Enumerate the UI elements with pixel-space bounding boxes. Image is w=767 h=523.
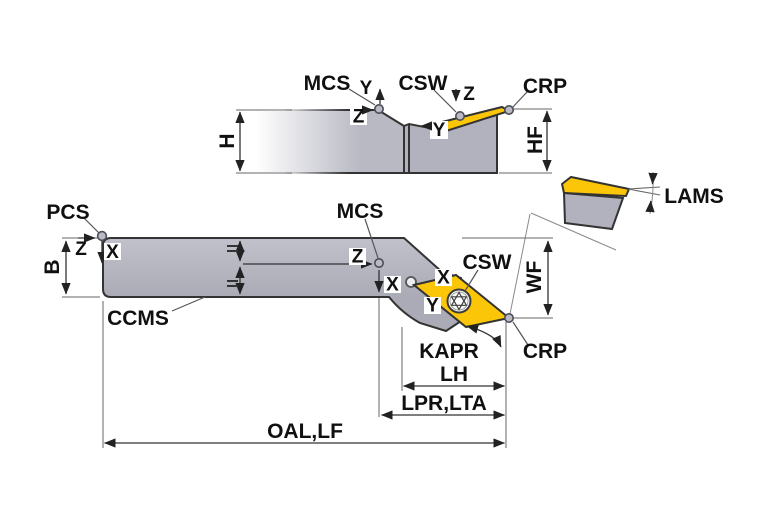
x-label-box-shank <box>104 243 121 260</box>
detail-view-lams: LAMS <box>509 171 724 315</box>
label-oal-lf: OAL,LF <box>267 420 343 443</box>
label-mcs-side: MCS <box>304 72 351 95</box>
label-csw-side: CSW <box>399 72 448 95</box>
projection-line-2 <box>530 212 617 251</box>
clamp-screw <box>446 288 472 314</box>
label-h: H <box>216 133 239 148</box>
ccms-leader <box>171 296 206 312</box>
mcs-point <box>373 104 384 115</box>
label-lh: LH <box>440 363 468 386</box>
label-lpr-lta: LPR,LTA <box>401 392 487 415</box>
label-kapr: KAPR <box>419 340 479 363</box>
label-crp-plan: CRP <box>523 340 567 363</box>
label-z-center: Z <box>352 247 364 268</box>
label-hf: HF <box>524 126 547 154</box>
label-x-insert: X <box>437 268 450 289</box>
label-y-shank-side: Y <box>360 78 373 99</box>
pcs-leader <box>83 217 100 234</box>
csw-leader-plan <box>464 269 479 292</box>
label-b: B <box>41 259 64 274</box>
label-z-insert-side: Z <box>463 84 475 105</box>
centerline-symmetry-marks <box>227 240 245 295</box>
crp-point <box>503 105 514 116</box>
label-csw-plan: CSW <box>463 251 512 274</box>
csw-leader <box>433 89 457 113</box>
hf-dimension <box>499 108 552 174</box>
label-y-insert: Y <box>426 296 439 317</box>
label-x-shank-end: X <box>106 242 119 263</box>
label-x-head: X <box>386 275 399 296</box>
mcs-point-plan <box>373 257 384 268</box>
mcs-leader <box>348 88 376 106</box>
y-label-box <box>430 121 448 139</box>
side-view: MCS Y Z CSW Z Y CRP H HF <box>216 72 567 174</box>
csw-point <box>454 111 465 122</box>
x-label-box-head <box>384 276 401 293</box>
z-label-box-center <box>349 248 366 265</box>
label-mcs-plan: MCS <box>337 200 384 223</box>
label-z-shank-side: Z <box>353 107 365 128</box>
kapr-angle-arc <box>466 324 502 348</box>
pcs-point <box>96 230 108 242</box>
label-ccms: CCMS <box>107 307 169 330</box>
label-pcs: PCS <box>46 201 89 224</box>
label-wf: WF <box>523 261 546 294</box>
holder-detail <box>562 191 625 231</box>
mcs-leader-plan <box>364 218 379 259</box>
crp-point-plan <box>503 312 514 323</box>
y-label-box-insert <box>424 297 441 314</box>
label-crp-side: CRP <box>523 75 567 98</box>
x-label-box-insert <box>435 269 452 286</box>
label-lams: LAMS <box>664 185 724 208</box>
crp-leader-plan <box>512 321 529 346</box>
crp-leader <box>511 91 528 109</box>
projection-line-1 <box>509 213 531 315</box>
label-y-insert-side: Y <box>433 120 446 141</box>
plan-view: PCS Z X B CCMS MCS Z X X Y CSW CRP WF KA… <box>41 200 567 448</box>
shank-side-left-block <box>258 110 404 173</box>
lams-angle-callout <box>627 171 661 215</box>
insert-detail <box>560 175 631 198</box>
label-z-shank-end: Z <box>75 239 87 260</box>
